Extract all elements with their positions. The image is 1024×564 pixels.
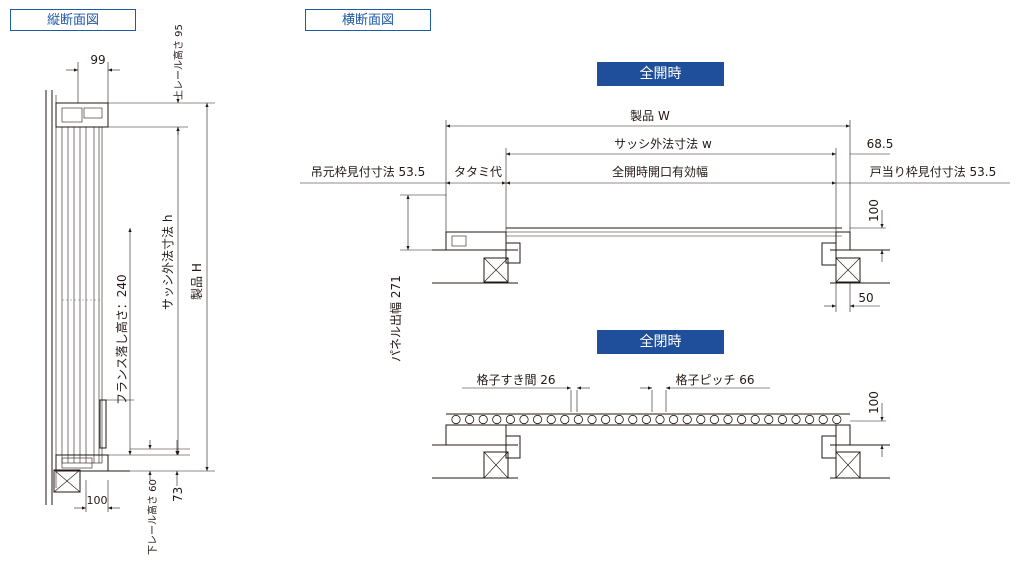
lattice-slat	[600, 414, 611, 425]
lattice-slat	[818, 414, 828, 425]
lattice-slat	[560, 414, 570, 425]
lattice-slat	[532, 414, 543, 425]
bottom-gap-dim: 73	[171, 487, 185, 502]
lattice-slat	[492, 414, 502, 425]
bottom-rail-height-label: 下レール高さ 60	[146, 479, 159, 555]
horizontal-closed-drawing: 格子すき間 26 格子ピッチ 66 100	[432, 372, 890, 479]
sash-h-dim: サッシ外法寸法 h	[161, 215, 175, 310]
right-offset-dim: 68.5	[867, 137, 894, 151]
lattice-slat	[655, 414, 665, 425]
vertical-section-drawing: 99 上レール高さ 95 サッシ外法寸法 h 製品 H フランス落し高さ：240…	[45, 24, 215, 555]
lattice-slat	[505, 414, 515, 425]
lattice-slat	[777, 414, 788, 425]
slat-pitch-dim: 格子ピッチ 66	[675, 372, 754, 387]
lattice-slat	[668, 414, 679, 425]
sash-w-dim: サッシ外法寸法 w	[614, 137, 712, 151]
lattice-slat	[736, 414, 747, 425]
left-frame-dim: 吊元枠見付寸法 53.5	[311, 165, 426, 179]
product-h-dim: 製品 H	[190, 263, 204, 300]
lattice-slat	[723, 414, 733, 425]
fold-allowance-dim: タタミ代	[454, 165, 502, 179]
lattice-slat	[804, 414, 815, 425]
lattice-slat	[519, 414, 529, 425]
lattice-slat	[641, 414, 652, 425]
product-w-dim: 製品 W	[630, 109, 670, 123]
lattice-slat	[832, 414, 842, 425]
lattice-slat	[628, 414, 638, 425]
lattice-slat	[587, 414, 597, 425]
slat-gap-dim: 格子すき間 26	[476, 372, 555, 387]
closed-state-header: 全閉時	[597, 330, 724, 354]
panel-out-dim: パネル出幅 271	[388, 275, 403, 362]
lattice-slat	[791, 414, 801, 425]
lattice-slat	[478, 414, 488, 425]
lattice-slat	[573, 414, 584, 425]
top-width-dim: 99	[90, 53, 105, 67]
open-state-header: 全開時	[597, 62, 724, 86]
open-effective-dim: 全開時開口有効幅	[612, 164, 708, 179]
lattice-slat	[696, 414, 706, 425]
bottom-width-dim: 100	[87, 494, 108, 507]
horizontal-open-drawing: 製品 W サッシ外法寸法 w 68.5 吊元枠見付寸法 53.5 タタミ代 全開…	[300, 109, 1010, 362]
lattice-slat	[750, 414, 760, 425]
lattice-slats	[451, 414, 842, 425]
lattice-slat	[682, 414, 692, 425]
lattice-slat	[464, 414, 475, 425]
lattice-slat	[546, 414, 556, 425]
lattice-slat	[451, 414, 461, 425]
flange-drop-dim: フランス落し高さ：240	[114, 274, 129, 405]
depth-100-open: 100	[867, 199, 881, 222]
lattice-slat	[764, 414, 774, 425]
lattice-slat	[709, 414, 720, 425]
top-rail-height-label: 上レール高さ 95	[172, 24, 185, 100]
right-frame-dim: 戸当り枠見付寸法 53.5	[870, 165, 997, 179]
horizontal-section-tag: 横断面図	[305, 9, 431, 31]
depth-100-closed: 100	[867, 391, 881, 414]
bottom-50-dim: 50	[858, 291, 873, 305]
vertical-section-tag: 縦断面図	[10, 9, 136, 31]
lattice-slat	[614, 414, 624, 425]
